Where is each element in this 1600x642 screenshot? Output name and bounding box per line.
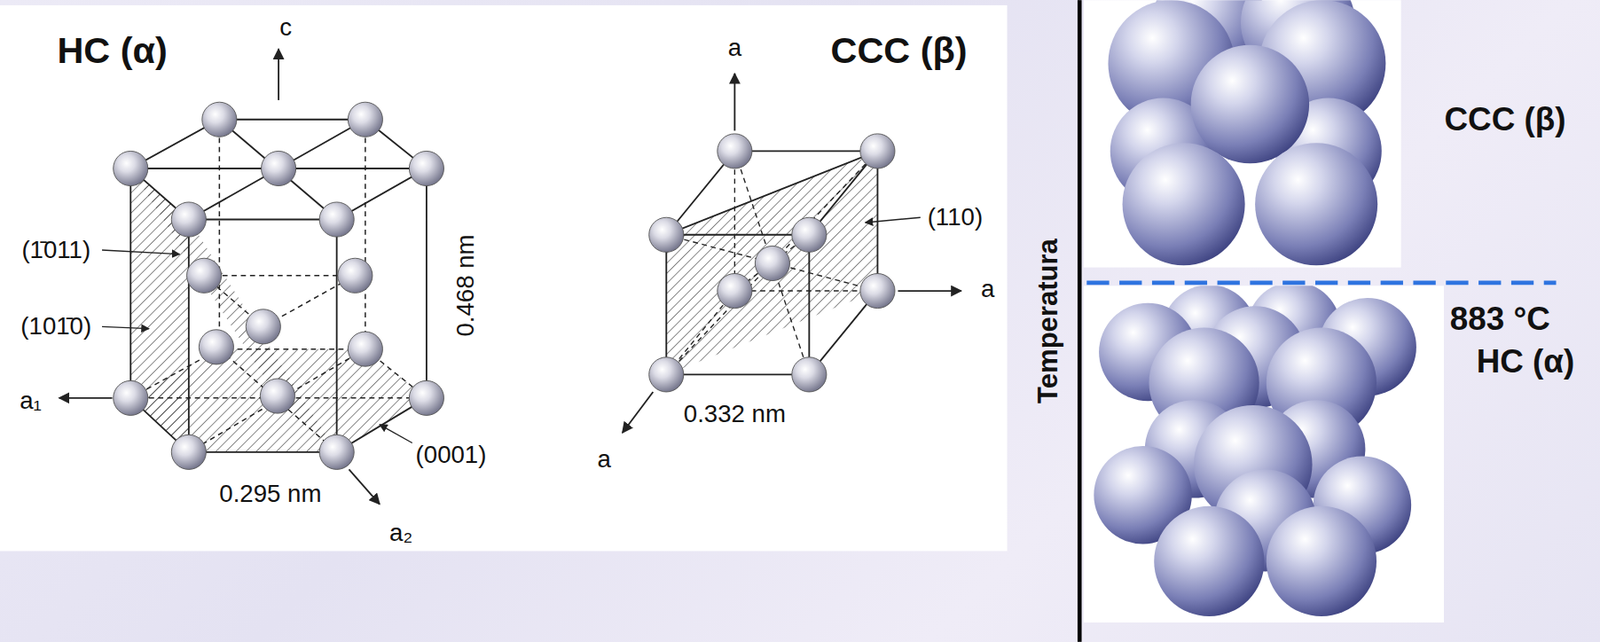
- axis-label: a: [980, 274, 995, 302]
- plane-label: (1̄011): [21, 236, 91, 264]
- axis-title: Temperatura: [1032, 239, 1063, 405]
- leader-line: [379, 424, 413, 444]
- axis-arrow: [59, 397, 113, 400]
- plane-label: (101̄0): [20, 313, 92, 340]
- atom: [171, 202, 206, 237]
- atom: [337, 258, 373, 293]
- cell-edges: [666, 150, 878, 375]
- axis-arrow: [277, 48, 280, 101]
- atom: [792, 357, 827, 393]
- transition-line: [1086, 281, 1556, 286]
- sphere: [1122, 142, 1246, 266]
- divider-line: [1077, 0, 1083, 642]
- leader-line: [101, 326, 150, 329]
- hidden-edges: [130, 119, 427, 453]
- atom: [113, 150, 149, 186]
- plane-label: (110): [927, 203, 983, 231]
- dimension-label: 0.295 nm: [219, 480, 322, 508]
- leader-line: [865, 217, 921, 223]
- axis-arrow: [622, 392, 654, 433]
- axis-label: a₂: [389, 518, 413, 546]
- atom: [347, 331, 383, 367]
- axis-label: c: [279, 14, 292, 41]
- axis-arrow: [733, 73, 736, 131]
- hcp-cell: [59, 48, 445, 504]
- atom: [408, 150, 444, 186]
- cell-edges: [130, 119, 427, 453]
- leader-line: [101, 250, 180, 255]
- atom: [792, 217, 827, 252]
- atom: [261, 150, 297, 186]
- structure-title: CCC (β): [831, 31, 968, 72]
- axis-label: a: [596, 446, 611, 473]
- atom: [860, 133, 895, 169]
- atom: [245, 309, 281, 345]
- axis-arrow: [348, 469, 380, 504]
- temperature-label: 883 °C: [1450, 301, 1551, 338]
- atom: [319, 434, 354, 470]
- hidden-edges: [666, 150, 878, 375]
- bcc-cell: [622, 73, 962, 433]
- atom: [202, 101, 237, 137]
- hatched-plane: [130, 168, 337, 453]
- atom: [347, 101, 383, 137]
- atom: [171, 434, 206, 470]
- sphere: [1254, 142, 1378, 266]
- atom: [259, 378, 295, 414]
- bcc-sphere-model: [1107, 0, 1386, 266]
- sphere: [1191, 45, 1310, 164]
- atom: [717, 274, 753, 309]
- phase-label: HC (α): [1476, 344, 1576, 380]
- atom: [187, 258, 222, 293]
- atom: [717, 133, 753, 169]
- white-panel: [0, 5, 1008, 552]
- atom: [649, 217, 684, 252]
- dimension-label: 0.332 nm: [683, 400, 786, 428]
- sphere: [1153, 506, 1264, 617]
- phase-label: CCC (β): [1444, 101, 1567, 137]
- atom: [319, 202, 354, 237]
- atom: [754, 245, 790, 281]
- plane-label: (0001): [415, 441, 487, 469]
- atom: [198, 329, 234, 365]
- atom: [649, 357, 684, 393]
- axis-label: a: [728, 34, 742, 62]
- hatched-plane: [666, 150, 878, 375]
- axis-label: a₁: [19, 387, 42, 415]
- white-panel: [1083, 285, 1444, 623]
- sphere: [1266, 506, 1377, 617]
- atom: [860, 274, 895, 309]
- atom: [113, 380, 149, 416]
- hcp-sphere-model: [1093, 285, 1417, 617]
- dimension-label: 0.468 nm: [451, 235, 479, 338]
- structure-title: HC (α): [56, 31, 167, 72]
- axis-arrow: [897, 290, 961, 292]
- atom: [408, 380, 444, 416]
